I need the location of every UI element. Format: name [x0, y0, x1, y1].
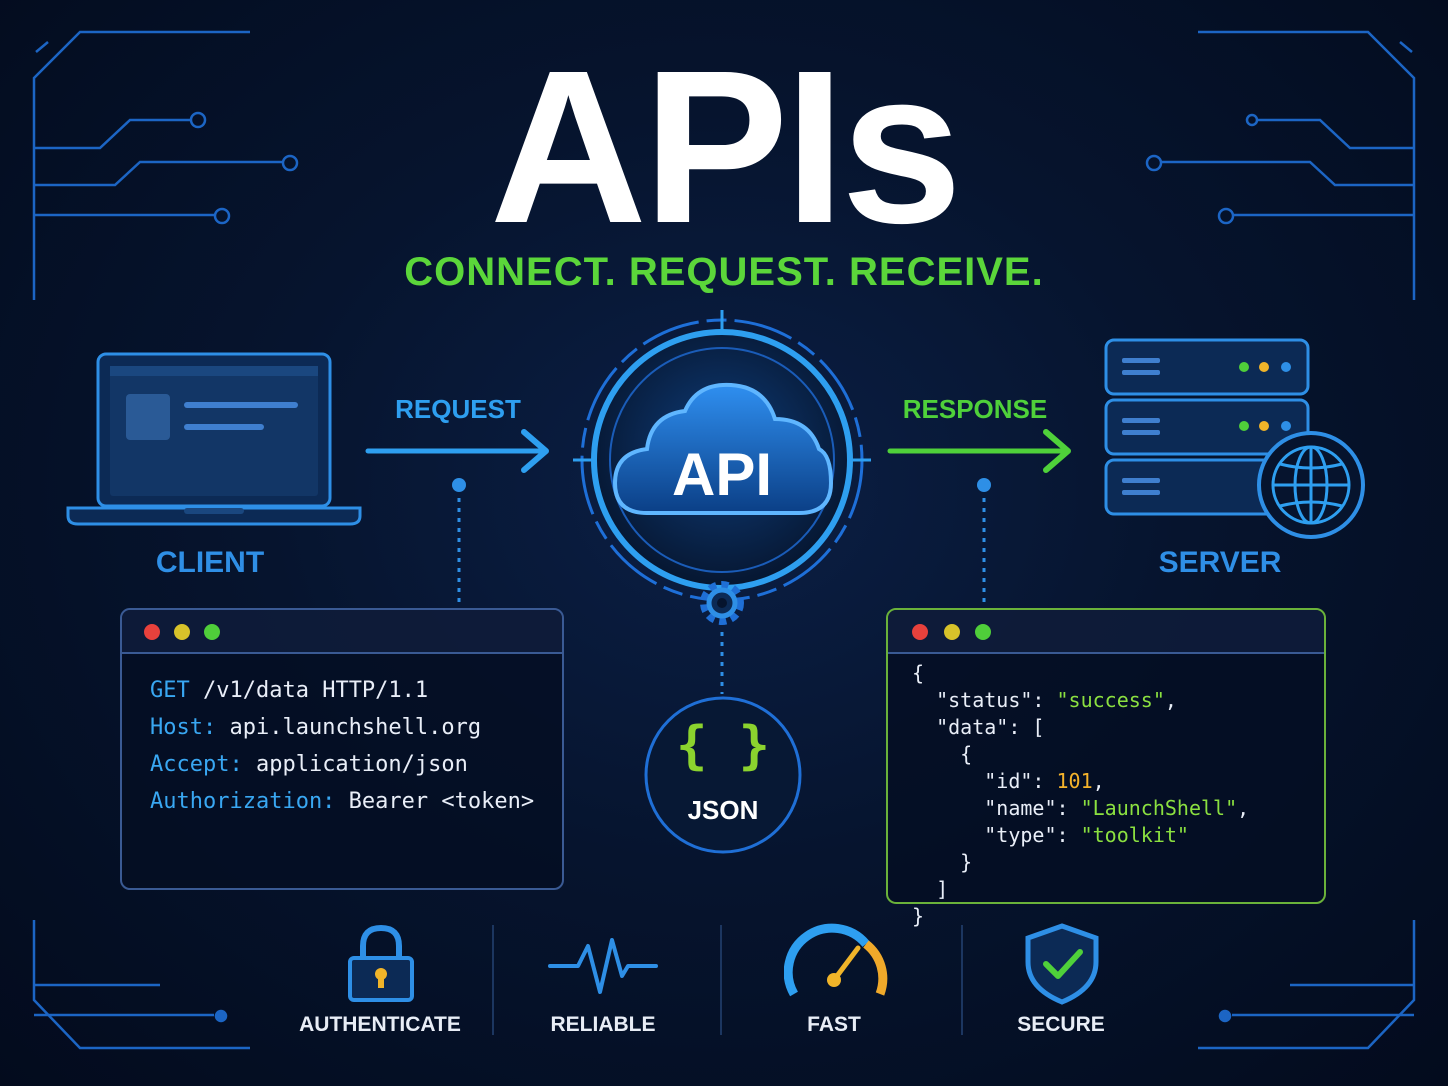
request-code-window: GET /v1/data HTTP/1.1 Host: api.launchsh…	[120, 608, 564, 890]
response-arrow	[887, 429, 1071, 473]
api-hub	[573, 310, 871, 625]
json-connector	[720, 632, 724, 694]
json-badge	[644, 696, 802, 854]
lock-icon	[348, 924, 414, 1002]
server-label: SERVER	[1158, 546, 1282, 579]
response-code-window: { "status": "success", "data": [ { "id":…	[886, 608, 1326, 928]
api-label: API	[671, 441, 773, 508]
json-braces-icon: { }	[676, 716, 770, 776]
pulse-icon	[548, 938, 658, 994]
response-label: RESPONSE	[902, 394, 1048, 424]
laptop-icon	[66, 352, 362, 526]
window-titlebar	[888, 610, 1324, 654]
request-label: REQUEST	[395, 394, 521, 424]
request-code: GET /v1/data HTTP/1.1 Host: api.launchsh…	[150, 678, 535, 814]
close-dot	[912, 624, 928, 640]
window-titlebar	[122, 610, 562, 654]
page-title: APIs	[489, 26, 963, 269]
feature-secure: SECURE	[1017, 1013, 1105, 1036]
maximize-dot	[204, 624, 220, 640]
shield-check-icon	[1025, 923, 1099, 1005]
client-label: CLIENT	[155, 546, 265, 579]
tagline: CONNECT. REQUEST. RECEIVE.	[404, 250, 1044, 294]
speedometer-icon	[784, 923, 888, 997]
feature-fast: FAST	[807, 1013, 861, 1036]
minimize-dot	[944, 624, 960, 640]
feature-reliable: RELIABLE	[550, 1013, 656, 1036]
close-dot	[144, 624, 160, 640]
minimize-dot	[174, 624, 190, 640]
request-arrow	[365, 429, 549, 473]
maximize-dot	[975, 624, 991, 640]
response-code: { "status": "success", "data": [ { "id":…	[912, 661, 1250, 928]
feature-authenticate: AUTHENTICATE	[299, 1013, 461, 1036]
request-connector	[452, 478, 466, 608]
response-connector	[977, 478, 991, 608]
json-label: JSON	[687, 795, 759, 825]
server-icon	[1104, 338, 1365, 539]
